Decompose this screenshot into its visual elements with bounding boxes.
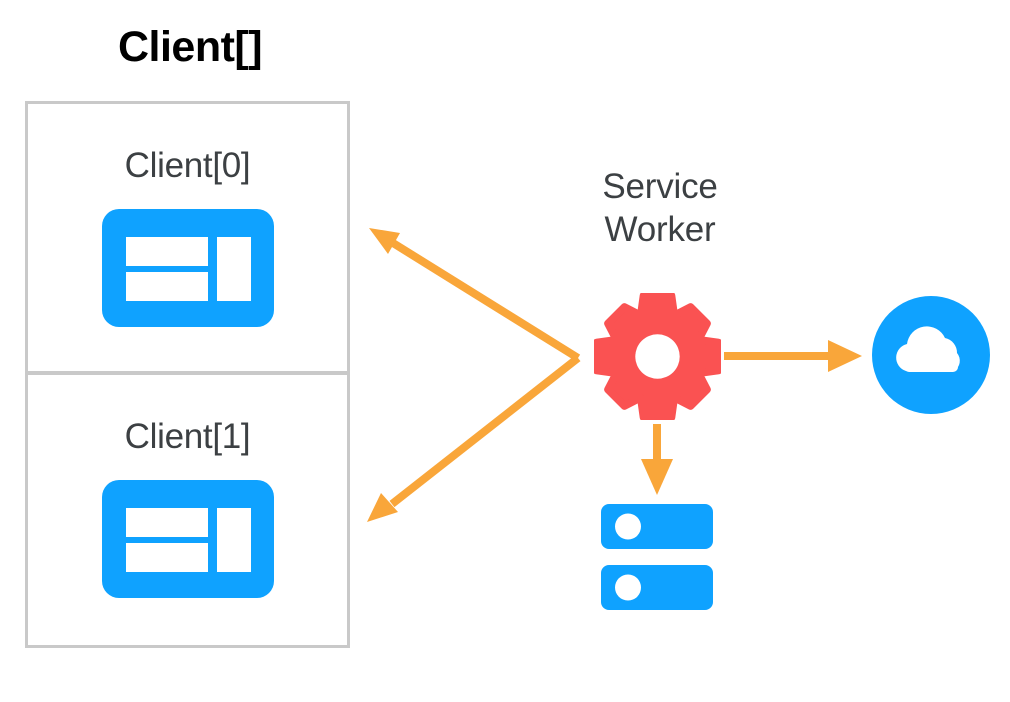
arrow-service-worker-to-client-0 (369, 228, 581, 362)
client-item-1-label: Client[1] (124, 417, 251, 456)
browser-window-icon (101, 209, 274, 327)
network-cloud-node[interactable] (872, 296, 990, 414)
client-item-0-label: Client[0] (124, 146, 251, 185)
client-array-title: Client[] (117, 23, 263, 71)
service-worker-node[interactable] (594, 293, 721, 420)
browser-window-icon (101, 480, 274, 598)
client-item-1[interactable]: Client[1] (28, 375, 347, 645)
arrow-service-worker-to-client-1 (367, 354, 581, 522)
storage-server-node[interactable] (601, 504, 713, 610)
cloud-icon (872, 296, 990, 414)
client-item-0[interactable]: Client[0] (28, 104, 347, 374)
arrow-service-worker-to-storage (641, 424, 673, 495)
service-worker-label: Service Worker (555, 166, 765, 251)
arrow-service-worker-to-network (724, 340, 862, 372)
service-worker-label-line-1: Service (602, 167, 718, 206)
client-array-box: Client[0] Client[1] (25, 101, 350, 648)
server-database-icon (601, 504, 713, 610)
service-worker-label-line-2: Worker (604, 209, 716, 249)
client-cell-divider (28, 371, 347, 375)
gear-icon (594, 293, 721, 420)
